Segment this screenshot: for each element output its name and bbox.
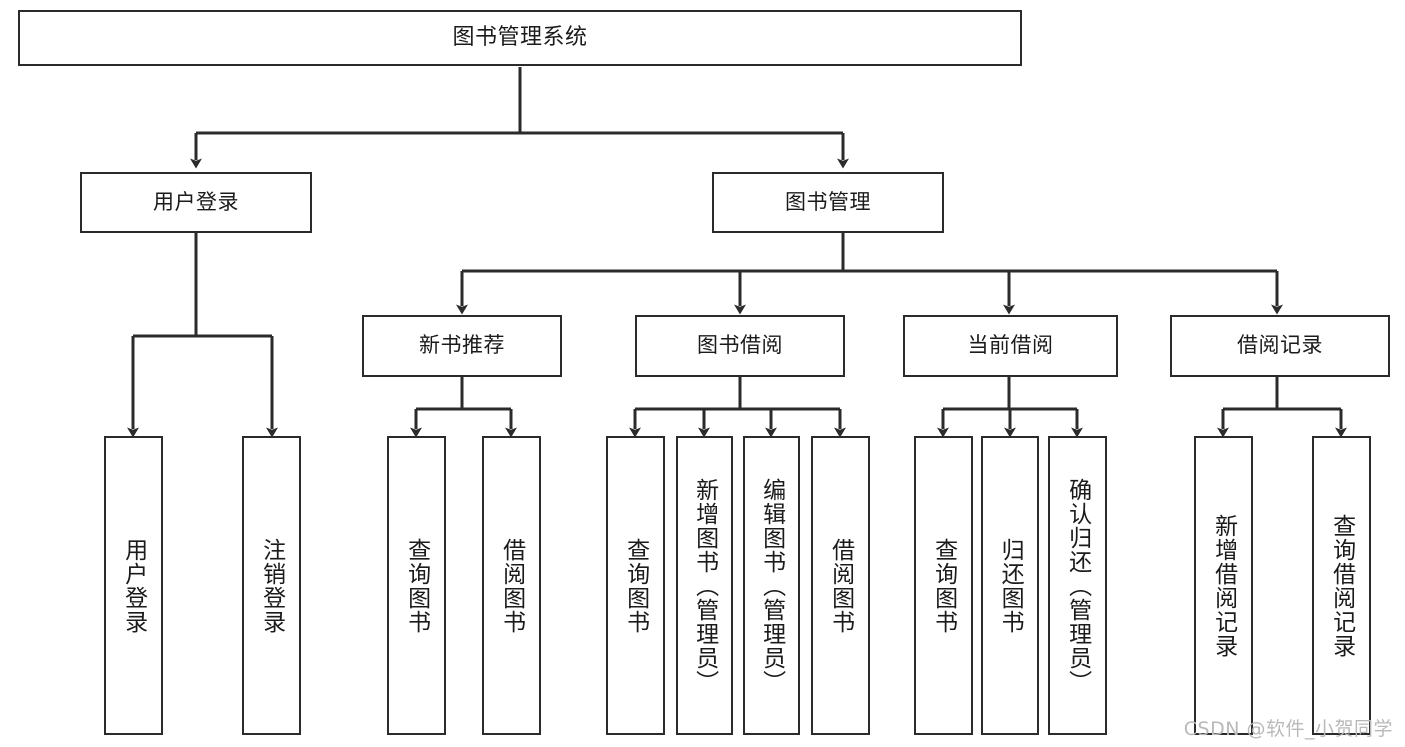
edge-group-new-book-recommend [410, 377, 517, 438]
node-leaf-add-book[interactable]: 新增图书（管理员） [676, 436, 733, 735]
edge-group-user-login [127, 233, 278, 438]
node-leaf-edit-book-label: 编辑图书（管理员） [758, 477, 785, 694]
node-book-manage-label: 图书管理 [785, 189, 871, 214]
edge-group-borrow-record [1217, 377, 1347, 438]
edge-group-book-manage [456, 233, 1283, 315]
node-leaf-user-login[interactable]: 用户登录 [104, 436, 163, 735]
node-leaf-user-login-label: 用户登录 [120, 537, 147, 634]
node-leaf-borrow-book-2-label: 借阅图书 [827, 537, 854, 634]
node-leaf-return-book[interactable]: 归还图书 [981, 436, 1039, 735]
node-leaf-borrow-book-2[interactable]: 借阅图书 [811, 436, 870, 735]
edge-group-root [190, 67, 849, 169]
node-root-label: 图书管理系统 [452, 24, 588, 50]
node-current-borrow-label: 当前借阅 [967, 333, 1054, 358]
node-leaf-return-book-label: 归还图书 [997, 537, 1024, 634]
node-leaf-query-book-1[interactable]: 查询图书 [387, 436, 446, 735]
node-new-book-recommend-label: 新书推荐 [419, 333, 505, 358]
edge-group-book-borrow [629, 377, 846, 438]
node-user-login[interactable]: 用户登录 [80, 172, 312, 233]
node-leaf-user-logout-label: 注销登录 [258, 537, 285, 634]
node-new-book-recommend[interactable]: 新书推荐 [362, 315, 562, 377]
node-book-borrow-label: 图书借阅 [697, 333, 783, 358]
node-leaf-add-book-label: 新增图书（管理员） [691, 477, 718, 694]
node-book-borrow[interactable]: 图书借阅 [635, 315, 845, 377]
node-user-login-label: 用户登录 [153, 189, 239, 214]
node-leaf-query-book-3-label: 查询图书 [930, 537, 957, 634]
node-leaf-query-record-label: 查询借阅记录 [1328, 513, 1355, 658]
node-leaf-query-book-2-label: 查询图书 [622, 537, 649, 634]
node-book-manage[interactable]: 图书管理 [712, 172, 944, 233]
node-leaf-query-record[interactable]: 查询借阅记录 [1312, 436, 1371, 735]
node-leaf-query-book-1-label: 查询图书 [403, 537, 430, 634]
node-leaf-add-record-label: 新增借阅记录 [1210, 513, 1237, 658]
node-leaf-user-logout[interactable]: 注销登录 [242, 436, 301, 735]
node-leaf-query-book-3[interactable]: 查询图书 [914, 436, 973, 735]
node-leaf-confirm-return-label: 确认归还（管理员） [1064, 477, 1091, 694]
node-borrow-record[interactable]: 借阅记录 [1170, 315, 1390, 377]
node-leaf-edit-book[interactable]: 编辑图书（管理员） [743, 436, 800, 735]
node-leaf-confirm-return[interactable]: 确认归还（管理员） [1048, 436, 1107, 735]
node-leaf-borrow-book-1[interactable]: 借阅图书 [482, 436, 541, 735]
node-current-borrow[interactable]: 当前借阅 [903, 315, 1118, 377]
node-leaf-borrow-book-1-label: 借阅图书 [498, 537, 525, 634]
node-root[interactable]: 图书管理系统 [18, 10, 1022, 66]
edge-group-current-borrow [937, 377, 1083, 438]
node-leaf-add-record[interactable]: 新增借阅记录 [1194, 436, 1253, 735]
node-leaf-query-book-2[interactable]: 查询图书 [606, 436, 665, 735]
node-borrow-record-label: 借阅记录 [1237, 333, 1323, 358]
